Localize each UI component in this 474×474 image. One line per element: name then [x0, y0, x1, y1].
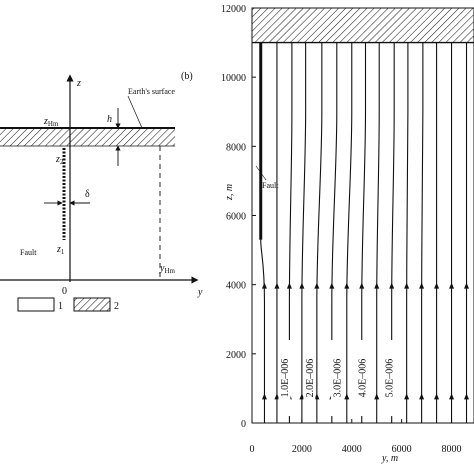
- y-tick-label: 10000: [221, 73, 246, 84]
- streamline-arrow: [299, 393, 305, 400]
- streamline: [406, 42, 409, 423]
- streamline: [421, 42, 424, 423]
- contour-label-bg: [278, 340, 291, 417]
- streamlines: [260, 42, 470, 423]
- fault-label-right: Fault: [262, 181, 279, 190]
- contour-label: 1.0E–006: [280, 359, 291, 398]
- fault-label-left: Fault: [20, 248, 37, 257]
- legend-box-plain: [17, 297, 55, 312]
- h-label: h: [107, 114, 112, 125]
- legend-label-1: 1: [58, 301, 63, 312]
- streamline-arrow: [329, 282, 335, 289]
- surface-layer-hatch: [0, 128, 175, 146]
- contour-labels: 1.0E–006 2.0E–006 3.0E–006 4.0E–006 5.0E–006: [278, 340, 396, 417]
- y-tick-label: 2000: [226, 350, 246, 361]
- surface-hatch-band: [252, 8, 474, 44]
- axis-ticks: 0 2000 4000 6000 8000 0 2000 4000 6000 8000 10000 1…: [221, 4, 462, 455]
- contour-label: 4.0E–006: [357, 359, 368, 398]
- x-axis-label: y, m: [381, 453, 398, 464]
- streamline-arrow: [464, 282, 470, 289]
- streamline: [316, 42, 323, 423]
- streamline-arrow: [419, 393, 425, 400]
- y-axis-label: y: [197, 287, 203, 298]
- streamline: [260, 239, 266, 423]
- streamline-arrow: [314, 393, 320, 400]
- x-tick-label: 6000: [392, 444, 412, 455]
- x-tick-label: 2000: [292, 444, 312, 455]
- streamline-arrow: [449, 282, 455, 289]
- z2-label: z2: [55, 154, 64, 166]
- streamline-arrow: [274, 393, 280, 400]
- streamline-arrow: [261, 393, 267, 400]
- panel-label-b: (b): [181, 71, 193, 82]
- contour-label-bg: [383, 340, 396, 417]
- delta-label: δ: [85, 189, 90, 200]
- streamline-arrow: [359, 282, 365, 289]
- streamline-arrow: [449, 393, 455, 400]
- origin-label: 0: [62, 286, 67, 297]
- streamline-arrow: [464, 393, 470, 400]
- x-tick-label: 4000: [342, 444, 362, 455]
- streamline-arrow: [274, 282, 280, 289]
- contour-label-bg: [355, 340, 368, 417]
- contour-label: 5.0E–006: [385, 359, 396, 398]
- contour-label-bg: [303, 340, 316, 417]
- y-tick-label: 8000: [226, 142, 246, 153]
- contour-label: 2.0E–006: [305, 359, 316, 398]
- earth-surface-leader: [127, 95, 143, 129]
- streamline-arrow: [404, 282, 410, 289]
- x-tick-label: 0: [250, 444, 255, 455]
- x-tick-label: 8000: [442, 444, 462, 455]
- streamline-arrow: [261, 282, 267, 289]
- contour-label: 3.0E–006: [332, 359, 343, 398]
- surface-band: [252, 8, 474, 43]
- streamline-arrow: [344, 393, 350, 400]
- y-tick-label: 12000: [221, 4, 246, 15]
- streamline: [376, 42, 380, 423]
- streamline-arrow: [344, 282, 350, 289]
- streamline-arrow: [299, 282, 305, 289]
- streamline-arrow: [434, 282, 440, 289]
- legend-label-2: 2: [114, 301, 119, 312]
- streamline-arrow: [374, 282, 380, 289]
- streamline: [346, 42, 353, 423]
- streamline-arrow: [434, 393, 440, 400]
- z1-label: z1: [56, 244, 65, 256]
- legend-box-hatched: [73, 297, 111, 312]
- streamline-arrow: [419, 282, 425, 289]
- streamline-arrow: [374, 393, 380, 400]
- fault-label-leader: [255, 165, 267, 181]
- y-tick-label: 6000: [226, 212, 246, 223]
- z-axis-label: z: [76, 78, 81, 89]
- y-hm-label: yHm: [159, 263, 176, 275]
- left-panel-schematic: (b) z y 0 Earth's surface h zHm z2 z1 δ …: [0, 71, 203, 312]
- streamline-arrow: [389, 282, 395, 289]
- contour-label-bg: [330, 340, 343, 417]
- streamline-arrow: [314, 282, 320, 289]
- z-hm-label: zHm: [43, 116, 59, 128]
- y-axis-label-right: z, m: [224, 184, 235, 201]
- y-tick-label: 0: [241, 419, 246, 430]
- streamline-arrow: [404, 393, 410, 400]
- earth-surface-label: Earth's surface: [128, 87, 175, 96]
- y-tick-label: 4000: [226, 281, 246, 292]
- streamline-arrow: [286, 282, 292, 289]
- right-panel-chart: 0 2000 4000 6000 8000 0 2000 4000 6000 8000 10000 1…: [221, 4, 474, 464]
